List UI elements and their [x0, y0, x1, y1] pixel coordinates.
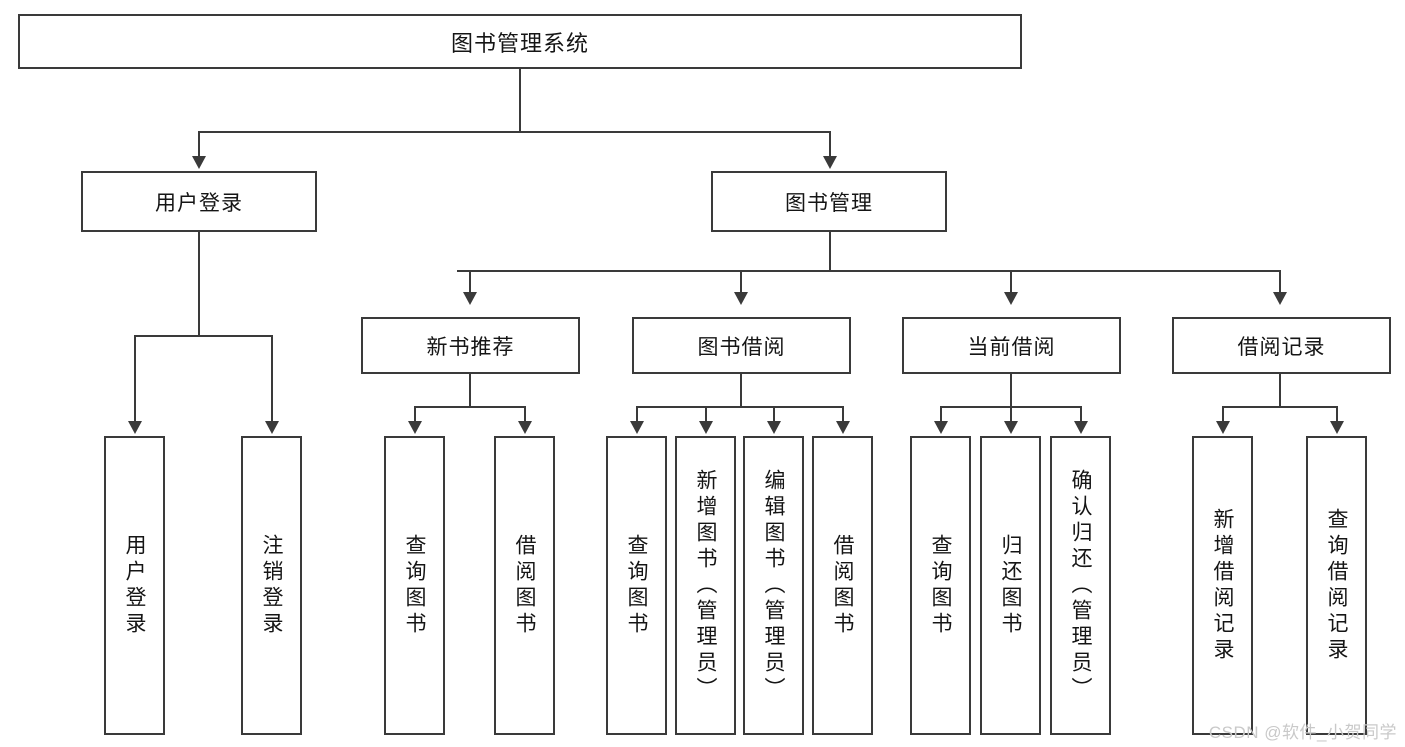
leaf-add-book[interactable]: 新增图书（管理员）: [675, 436, 736, 735]
leaf-return-book[interactable]: 归还图书: [980, 436, 1041, 735]
connector-new-book-rec-bus: [414, 406, 525, 408]
leaf-user-login[interactable]: 用户登录: [104, 436, 165, 735]
leaf-query-book-2-label: 查询图书: [625, 533, 648, 638]
arrowhead-leaf-borrow-book-1: [518, 421, 532, 434]
arrowhead-book-borrow: [734, 292, 748, 305]
leaf-logout[interactable]: 注销登录: [241, 436, 302, 735]
arrowhead-leaf-add-record: [1216, 421, 1230, 434]
connector-user-login-bus: [134, 335, 273, 337]
connector-borrow-record-bus: [1222, 406, 1337, 408]
connector-to-leaf-confirm-return: [1080, 406, 1082, 421]
leaf-add-record-label: 新增借阅记录: [1211, 507, 1234, 664]
node-current-borrow[interactable]: 当前借阅: [902, 317, 1121, 374]
connector-user-login-stem: [198, 232, 200, 335]
leaf-query-book-3[interactable]: 查询图书: [910, 436, 971, 735]
connector-to-leaf-borrow-book-2: [842, 406, 844, 421]
connector-root-stem: [519, 69, 521, 131]
node-book-manage[interactable]: 图书管理: [711, 171, 947, 232]
connector-to-current-borrow: [1010, 270, 1012, 298]
leaf-query-record[interactable]: 查询借阅记录: [1306, 436, 1367, 735]
arrowhead-leaf-user-login: [128, 421, 142, 434]
node-root-system[interactable]: 图书管理系统: [18, 14, 1022, 69]
arrowhead-leaf-add-book: [699, 421, 713, 434]
leaf-query-record-label: 查询借阅记录: [1325, 507, 1348, 664]
node-new-book-recommend[interactable]: 新书推荐: [361, 317, 580, 374]
arrowhead-leaf-query-record: [1330, 421, 1344, 434]
leaf-borrow-book-2[interactable]: 借阅图书: [812, 436, 873, 735]
connector-borrow-record-stem: [1279, 374, 1281, 406]
leaf-edit-book-label: 编辑图书（管理员）: [762, 468, 785, 703]
connector-new-book-rec-stem: [469, 374, 471, 406]
node-borrow-record[interactable]: 借阅记录: [1172, 317, 1391, 374]
leaf-query-book-1-label: 查询图书: [403, 533, 426, 638]
leaf-edit-book[interactable]: 编辑图书（管理员）: [743, 436, 804, 735]
node-book-borrow[interactable]: 图书借阅: [632, 317, 851, 374]
leaf-confirm-return-label: 确认归还（管理员）: [1069, 468, 1092, 703]
connector-to-leaf-query-book-1: [414, 406, 416, 421]
arrowhead-leaf-return-book: [1004, 421, 1018, 434]
arrowhead-leaf-confirm-return: [1074, 421, 1088, 434]
leaf-borrow-book-2-label: 借阅图书: [831, 533, 854, 638]
connector-to-book-borrow: [740, 270, 742, 298]
leaf-confirm-return[interactable]: 确认归还（管理员）: [1050, 436, 1111, 735]
arrowhead-user-login: [192, 156, 206, 169]
leaf-return-book-label: 归还图书: [999, 533, 1022, 638]
connector-book-borrow-bus: [636, 406, 843, 408]
leaf-query-book-3-label: 查询图书: [929, 533, 952, 638]
leaf-borrow-book-1[interactable]: 借阅图书: [494, 436, 555, 735]
connector-to-leaf-return-book: [1010, 406, 1012, 421]
connector-to-book-manage: [829, 131, 831, 156]
connector-to-leaf-query-book-3: [940, 406, 942, 421]
connector-current-borrow-stem: [1010, 374, 1012, 406]
connector-to-new-book-rec: [469, 270, 471, 298]
connector-to-leaf-query-record: [1336, 406, 1338, 421]
connector-level3-bus: [457, 270, 1281, 272]
connector-book-borrow-stem: [740, 374, 742, 406]
arrowhead-leaf-query-book-3: [934, 421, 948, 434]
connector-to-leaf-query-book-2: [636, 406, 638, 421]
node-user-login[interactable]: 用户登录: [81, 171, 317, 232]
leaf-add-book-label: 新增图书（管理员）: [694, 468, 717, 703]
connector-to-user-login: [198, 131, 200, 156]
leaf-logout-label: 注销登录: [260, 533, 283, 638]
connector-level2-bus: [198, 131, 831, 133]
leaf-borrow-book-1-label: 借阅图书: [513, 533, 536, 638]
connector-to-leaf-borrow-book-1: [524, 406, 526, 421]
arrowhead-leaf-query-book-2: [630, 421, 644, 434]
arrowhead-leaf-edit-book: [767, 421, 781, 434]
arrowhead-current-borrow: [1004, 292, 1018, 305]
arrowhead-leaf-query-book-1: [408, 421, 422, 434]
connector-to-borrow-record: [1279, 270, 1281, 298]
connector-to-leaf-logout: [271, 335, 273, 421]
arrowhead-book-manage: [823, 156, 837, 169]
arrowhead-new-book-rec: [463, 292, 477, 305]
connector-to-leaf-add-record: [1222, 406, 1224, 421]
leaf-query-book-1[interactable]: 查询图书: [384, 436, 445, 735]
connector-book-manage-stem: [829, 232, 831, 270]
leaf-user-login-label: 用户登录: [123, 533, 146, 638]
arrowhead-leaf-logout: [265, 421, 279, 434]
connector-to-leaf-edit-book: [773, 406, 775, 421]
connector-to-leaf-add-book: [705, 406, 707, 421]
arrowhead-leaf-borrow-book-2: [836, 421, 850, 434]
leaf-add-record[interactable]: 新增借阅记录: [1192, 436, 1253, 735]
connector-to-leaf-user-login: [134, 335, 136, 421]
leaf-query-book-2[interactable]: 查询图书: [606, 436, 667, 735]
arrowhead-borrow-record: [1273, 292, 1287, 305]
